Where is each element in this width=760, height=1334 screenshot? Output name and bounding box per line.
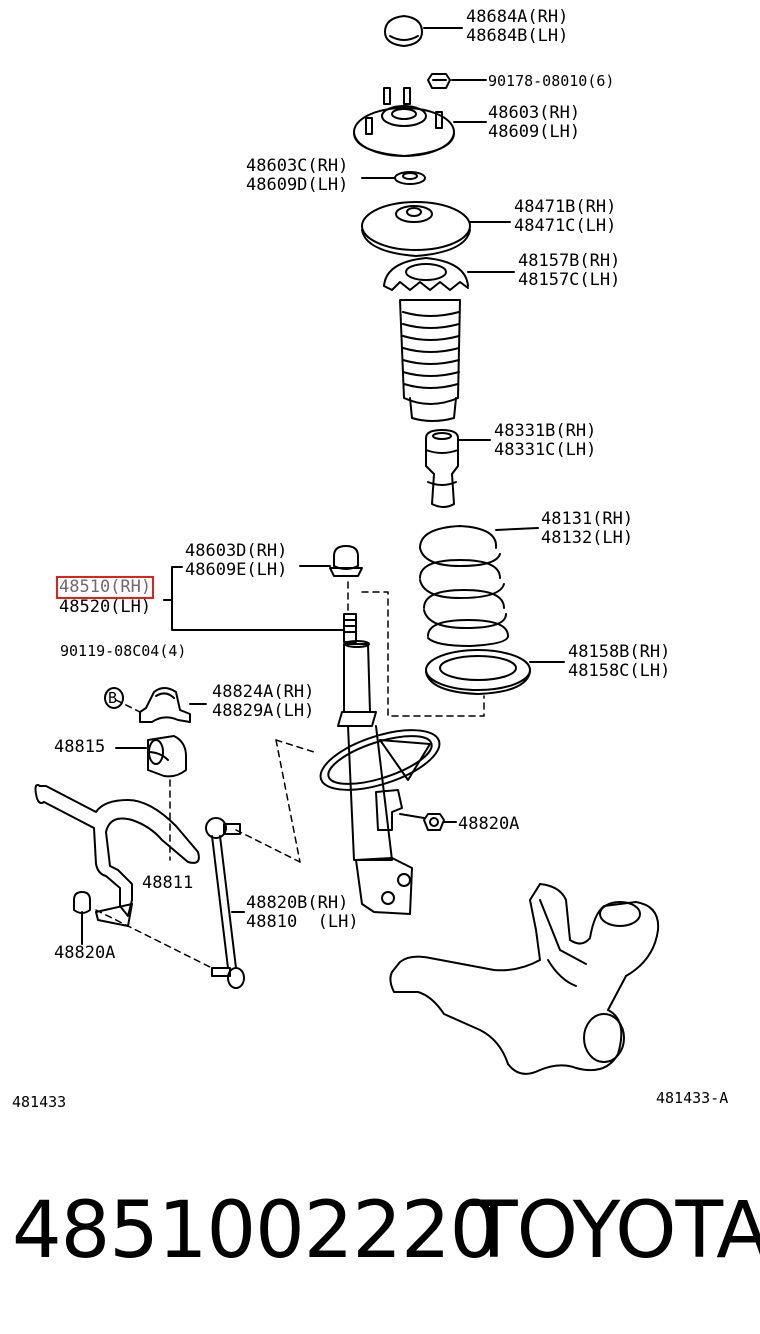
insulator-label-lh: 48157C(LH) (518, 270, 621, 290)
upper-seat-part (361, 201, 511, 257)
bracket-bolt-label: 90119-08C04(4) (60, 642, 187, 660)
shock-label-bracket (163, 566, 345, 631)
coil-spring-label-lh: 48132(LH) (541, 528, 634, 548)
shock-absorber-label-rh[interactable]: 48510(RH) (55, 576, 155, 599)
alignment-guides (95, 581, 485, 969)
bolt-marker-letter: B (108, 689, 118, 707)
knuckle-nut-part (399, 813, 457, 831)
footer-part-number: 4851002220 (12, 1186, 499, 1276)
support-label-lh: 48609(LH) (488, 122, 581, 142)
lower-insulator-label-rh: 48158B(RH) (568, 642, 671, 662)
lower-insulator-part (425, 649, 565, 695)
bolt-marker (104, 687, 124, 709)
strut-nut-label-lh: 48609E(LH) (185, 560, 288, 580)
cap-label-lh: 48684B(LH) (466, 26, 569, 46)
strut-nut-label-rh: 48603D(RH) (185, 541, 288, 561)
shock-absorber-part (319, 613, 441, 915)
spacer-label-rh: 48603C(RH) (246, 156, 349, 176)
stabilizer-bracket-label-lh: 48829A(LH) (212, 701, 315, 721)
strut-nut-part (299, 545, 363, 577)
stabilizer-bracket-part (139, 687, 207, 723)
spacer-part (361, 171, 426, 185)
shock-absorber-label-lh: 48520(LH) (59, 597, 152, 617)
stabilizer-nut-part (73, 891, 91, 945)
knuckle-nut-label: 48820A (458, 814, 520, 834)
bump-stopper-label-rh: 48331B(RH) (494, 421, 597, 441)
upper-seat-label-lh: 48471C(LH) (514, 216, 617, 236)
bushing-label: 48815 (54, 737, 106, 757)
stabilizer-bracket-label-rh: 48824A(RH) (212, 682, 315, 702)
footer-brand: TOYOTA (470, 1186, 760, 1276)
mount-nut-label: 90178-08010(6) (488, 72, 615, 90)
bump-stopper-label-lh: 48331C(LH) (494, 440, 597, 460)
insulator-boot-part (383, 257, 515, 422)
support-label-rh: 48603(RH) (488, 103, 581, 123)
diagram-ref-right: 481433-A (656, 1089, 729, 1107)
coil-spring-part (419, 525, 539, 647)
bushing-part (115, 735, 187, 778)
cap-part (384, 15, 463, 47)
spacer-label-lh: 48609D(LH) (246, 175, 349, 195)
stabilizer-nut-label: 48820A (54, 943, 116, 963)
mount-nut-part (427, 73, 487, 89)
stabilizer-bar-label: 48811 (142, 873, 194, 893)
strut-support-part (353, 87, 487, 157)
link-label-lh: 48810 (LH) (246, 912, 359, 932)
coil-spring-label-rh: 48131(RH) (541, 509, 634, 529)
steering-knuckle-part (389, 883, 660, 1075)
upper-seat-label-rh: 48471B(RH) (514, 197, 617, 217)
stabilizer-bar-part (34, 784, 200, 927)
cap-label-rh: 48684A(RH) (466, 7, 569, 27)
stabilizer-link-part (205, 817, 245, 989)
diagram-ref-left: 481433 (12, 1093, 67, 1111)
link-label-rh: 48820B(RH) (246, 893, 349, 913)
insulator-label-rh: 48157B(RH) (518, 251, 621, 271)
lower-insulator-label-lh: 48158C(LH) (568, 661, 671, 681)
bump-stopper-part (425, 429, 491, 508)
